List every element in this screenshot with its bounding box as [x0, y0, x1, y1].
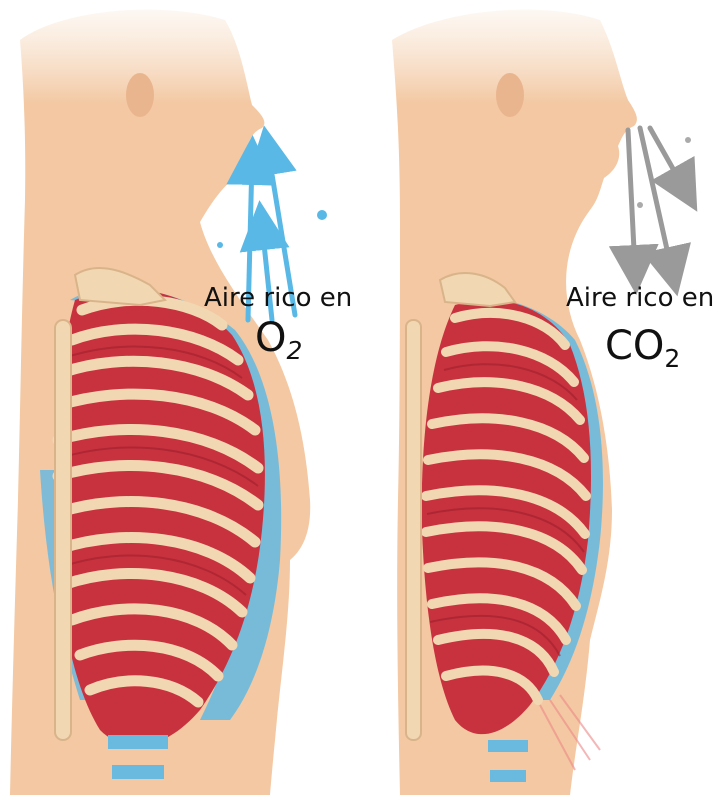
inhale-gas-symbol: O	[255, 315, 286, 361]
inhale-air-dot	[217, 242, 223, 248]
exhale-figure	[392, 10, 691, 795]
inhale-figure	[10, 10, 327, 795]
exhale-caption: Aire rico en	[566, 285, 714, 311]
exhale-gas-symbol: CO	[605, 323, 664, 369]
inhale-air-dot	[317, 210, 327, 220]
exhale-gas-label: CO2	[605, 326, 680, 371]
exhale-air-dot	[685, 137, 691, 143]
inhale-gas-subscript: 2	[286, 336, 302, 365]
exhale-gas-subscript: 2	[664, 344, 680, 373]
inhale-gas-label: O2	[255, 318, 302, 363]
exhale-ear	[496, 73, 524, 117]
inhale-caption: Aire rico en	[204, 285, 352, 311]
exhale-air-dot	[637, 202, 643, 208]
exhale-air-arrows	[628, 128, 685, 272]
inhale-ear	[126, 73, 154, 117]
